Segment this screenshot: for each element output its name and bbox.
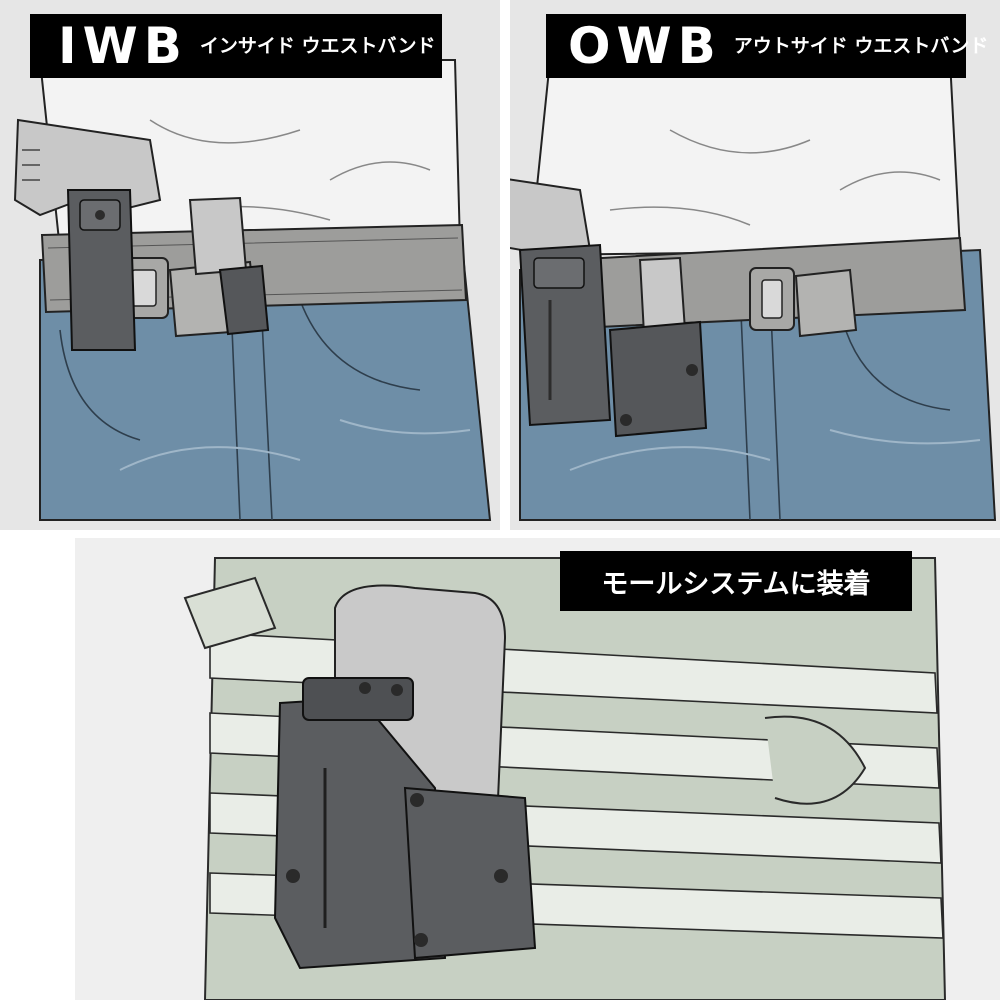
molle-label: モールシステムに装着 xyxy=(560,551,912,611)
iwb-abbr: IWB xyxy=(58,17,188,75)
molle-text: モールシステムに装着 xyxy=(601,568,871,600)
iwb-illustration xyxy=(0,0,500,530)
owb-text: アウトサイド ウエストバンド xyxy=(733,34,989,57)
owb-label: OWB アウトサイド ウエストバンド xyxy=(546,14,988,78)
iwb-label: IWB インサイド ウエストバンド xyxy=(30,14,442,78)
owb-illustration xyxy=(510,0,1000,530)
iwb-text: インサイド ウエストバンド xyxy=(199,34,436,57)
owb-abbr: OWB xyxy=(568,17,722,75)
molle-illustration xyxy=(75,538,1000,1000)
